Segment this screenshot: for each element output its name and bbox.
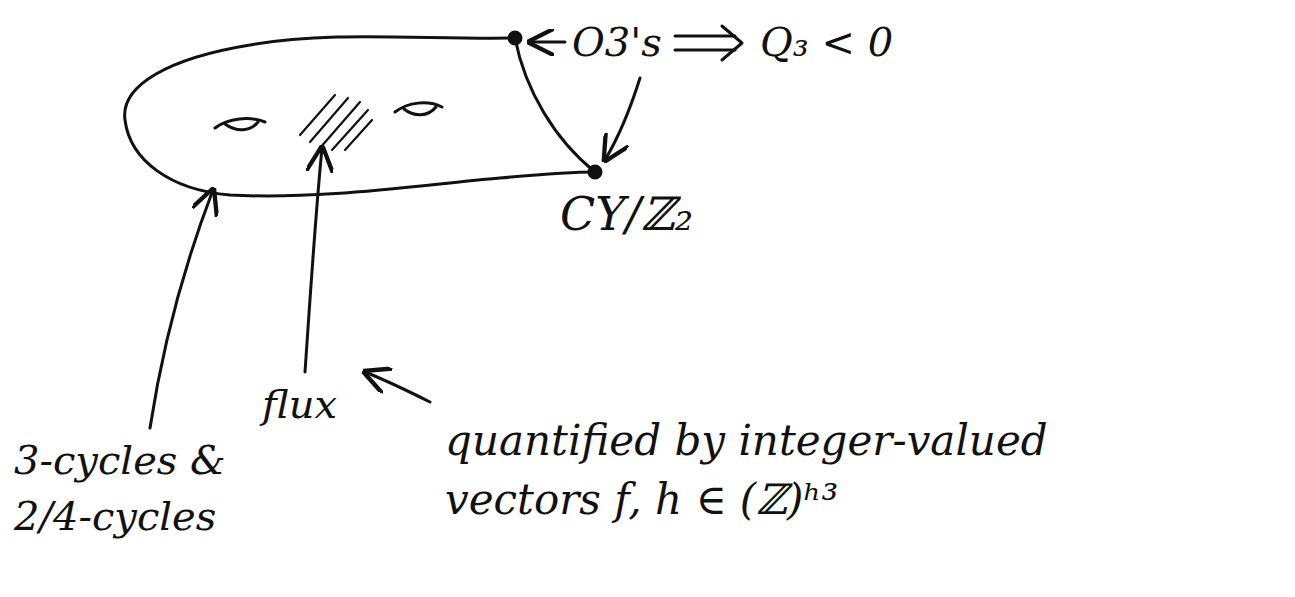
manifold-outline	[125, 37, 595, 196]
handwritten-label: Q₃ < 0	[760, 14, 980, 70]
o3-point	[589, 166, 601, 178]
implies-arrow	[675, 26, 742, 60]
o3-point	[509, 32, 521, 44]
leader-arrow	[530, 41, 565, 44]
leader-arrow	[150, 190, 213, 428]
handwritten-label: CY/ℤ₂	[560, 182, 800, 246]
flux-hatching	[300, 95, 372, 150]
leader-arrow	[605, 78, 640, 160]
handle	[404, 107, 436, 115]
handwritten-label: 3-cycles & 2/4-cycles	[14, 432, 299, 544]
leader-arrow	[365, 372, 430, 402]
handwritten-label: flux	[262, 376, 372, 432]
handwritten-label: O3's	[572, 14, 682, 70]
handle	[225, 122, 258, 130]
handwritten-label: quantified by integer-valued vectors f, …	[445, 412, 1145, 530]
leader-arrow	[305, 148, 322, 372]
